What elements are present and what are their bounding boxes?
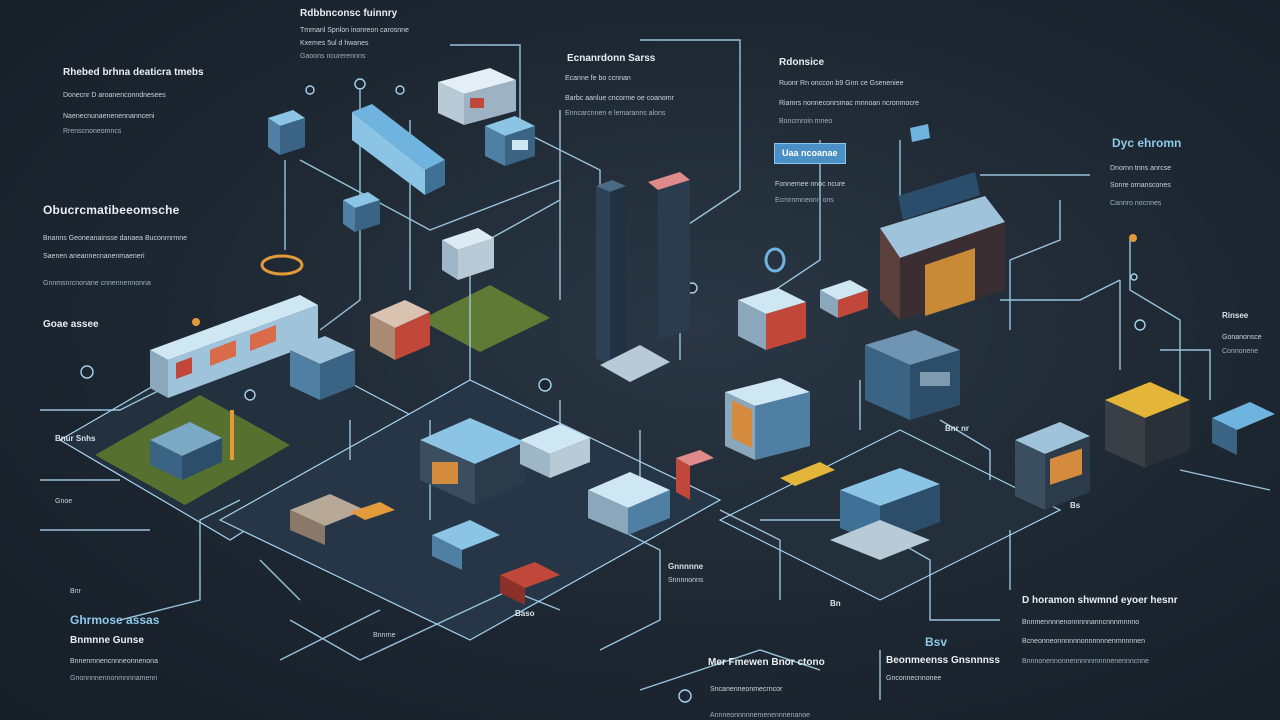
building-far-right-machine xyxy=(1105,382,1275,468)
building-lab xyxy=(370,300,430,360)
label-line: Saenen aneannecnanenmaeneri xyxy=(43,253,145,260)
label-line: Connonene xyxy=(1222,348,1259,355)
pin-orange-right xyxy=(1129,234,1137,242)
label-title: Rdonsice xyxy=(779,57,825,68)
building-tank-machine xyxy=(442,228,494,280)
building-small-terminal xyxy=(820,280,868,318)
map-mark: Bnr xyxy=(70,588,81,595)
map-mark: Bn xyxy=(830,599,841,608)
ring-node-center xyxy=(764,247,786,273)
device-panel-top xyxy=(485,116,535,166)
label-line: Bnnmennnnenonnnnnanncnnnmnnno xyxy=(1022,619,1140,626)
label-line: Naenecnunaenenennannceni xyxy=(63,113,155,120)
building-right-tower xyxy=(1015,422,1090,510)
label-subtitle: Beonmeenss Gnsnnnss xyxy=(886,655,1000,666)
label-title: Dyc ehromn xyxy=(1112,136,1182,150)
label-line: Fonnemee nnoc ncure xyxy=(775,181,846,188)
label-line: Bnnnonennonnennnnnmnnnenennncnne xyxy=(1022,658,1149,665)
map-mark: Baso xyxy=(515,609,535,618)
building-hut-center xyxy=(520,424,590,478)
grass-lot-center xyxy=(420,285,550,352)
floating-devices xyxy=(268,68,930,232)
label-line: Sncanenneonmecrncor xyxy=(710,686,783,693)
label-line: Gnconnecnnonee xyxy=(886,675,942,682)
label-title: Ghrmose assas xyxy=(70,613,160,627)
label-line: Bcneonneonnnnnnonnnnnnenmnnnnen xyxy=(1022,638,1146,645)
device-column-right xyxy=(910,124,930,142)
device-server-top xyxy=(438,68,516,125)
building-left-long xyxy=(150,295,318,398)
building-machine-stack xyxy=(290,336,355,400)
label-line: Donecnr D aroanenconndnesees xyxy=(63,92,166,99)
map-mark: Bs xyxy=(1070,501,1081,510)
label-line: Gnnmsnrcnonane cnnennennonna xyxy=(43,280,151,287)
device-hanging-box xyxy=(343,192,380,232)
platform-center xyxy=(218,379,722,641)
label-line: Enncarcnnen e lemaranns alons xyxy=(565,110,666,117)
label-line: Rrenscnoneomncs xyxy=(63,128,122,135)
map-mark: Bnnrne xyxy=(373,632,396,639)
building-warehouse-center xyxy=(420,418,525,505)
building-blue-block xyxy=(865,330,960,420)
highlight-tag: Uaa ncoanae xyxy=(774,143,846,164)
label-title: Obucrcmatibeeomsche xyxy=(43,203,180,217)
building-left-factory xyxy=(150,410,234,480)
label-line: Ecmrnmneonn ons xyxy=(775,197,834,204)
label-subtitle: Bnmnne Gunse xyxy=(70,635,144,646)
pin-orange xyxy=(192,318,200,326)
map-mark: Bnur Snhs xyxy=(55,434,96,443)
label-title: Bsv xyxy=(925,635,948,649)
label-line: Barbc aanlue cncorme oe coanomr xyxy=(565,95,674,102)
building-bottom-machines xyxy=(290,494,560,605)
central-tower xyxy=(596,172,690,382)
label-line: Bnnenmnencnnneonnenona xyxy=(70,658,158,665)
label-line: Sonre ornanscones xyxy=(1110,182,1171,189)
label-line: Bnanns Geoneanainsse danaea Buconrnrmne xyxy=(43,235,187,242)
label-line: Riamrs nonneconrsmac mnnoan ncronmocre xyxy=(779,100,920,107)
label-line: Gonanonsce xyxy=(1222,334,1262,341)
device-conveyor-top xyxy=(352,104,445,195)
building-monitor-screen xyxy=(725,378,835,486)
map-mark: Gnoe xyxy=(55,498,73,505)
label-title: Rhebed brhna deaticra tmebs xyxy=(63,67,204,78)
label-title: Gnnnnne xyxy=(668,562,704,571)
label-line: Gnonnnnennonmnnnamenn xyxy=(70,675,158,682)
label-title: Mer Fmewen Bnor ctono xyxy=(708,657,825,668)
device-box-top-left xyxy=(268,110,305,155)
buildings xyxy=(150,172,1275,605)
label-line: Snnnnonns xyxy=(668,577,704,584)
label-title: Rinsee xyxy=(1222,311,1249,320)
building-lab-unit xyxy=(738,288,806,350)
label-title: Goae assee xyxy=(43,319,99,330)
label-title: Ecnanrdonn Sarss xyxy=(567,53,656,64)
label-line: Dnornn tnns anrcse xyxy=(1110,165,1172,172)
building-storefront xyxy=(588,450,714,535)
label-line: Annneonnnnnemenennnenanoe xyxy=(710,712,811,719)
ring-node-left xyxy=(260,254,304,276)
building-bottom-right xyxy=(830,468,940,560)
label-line: Cannro nocnnes xyxy=(1110,200,1162,207)
map-mark: Bnr nr xyxy=(945,424,969,433)
label-title: D horamon shwmnd eyoer hesnr xyxy=(1022,595,1178,606)
label-line: Tmmanl Spnlon inonreon carosnne xyxy=(300,27,409,34)
label-line: Gaoons ncurerennns xyxy=(300,53,366,60)
label-line: Boncrnroin mneo xyxy=(779,118,833,125)
label-title: Rdbbnconsc fuinnry xyxy=(300,8,398,19)
label-line: Ruonr Rn onccon b9 Gnn ce Gseneniee xyxy=(779,80,904,87)
label-line: Ecanne fe bo ccnnan xyxy=(565,75,631,82)
building-main-house xyxy=(880,172,1005,320)
label-line: Kxemes 5ul d hwanes xyxy=(300,40,369,47)
